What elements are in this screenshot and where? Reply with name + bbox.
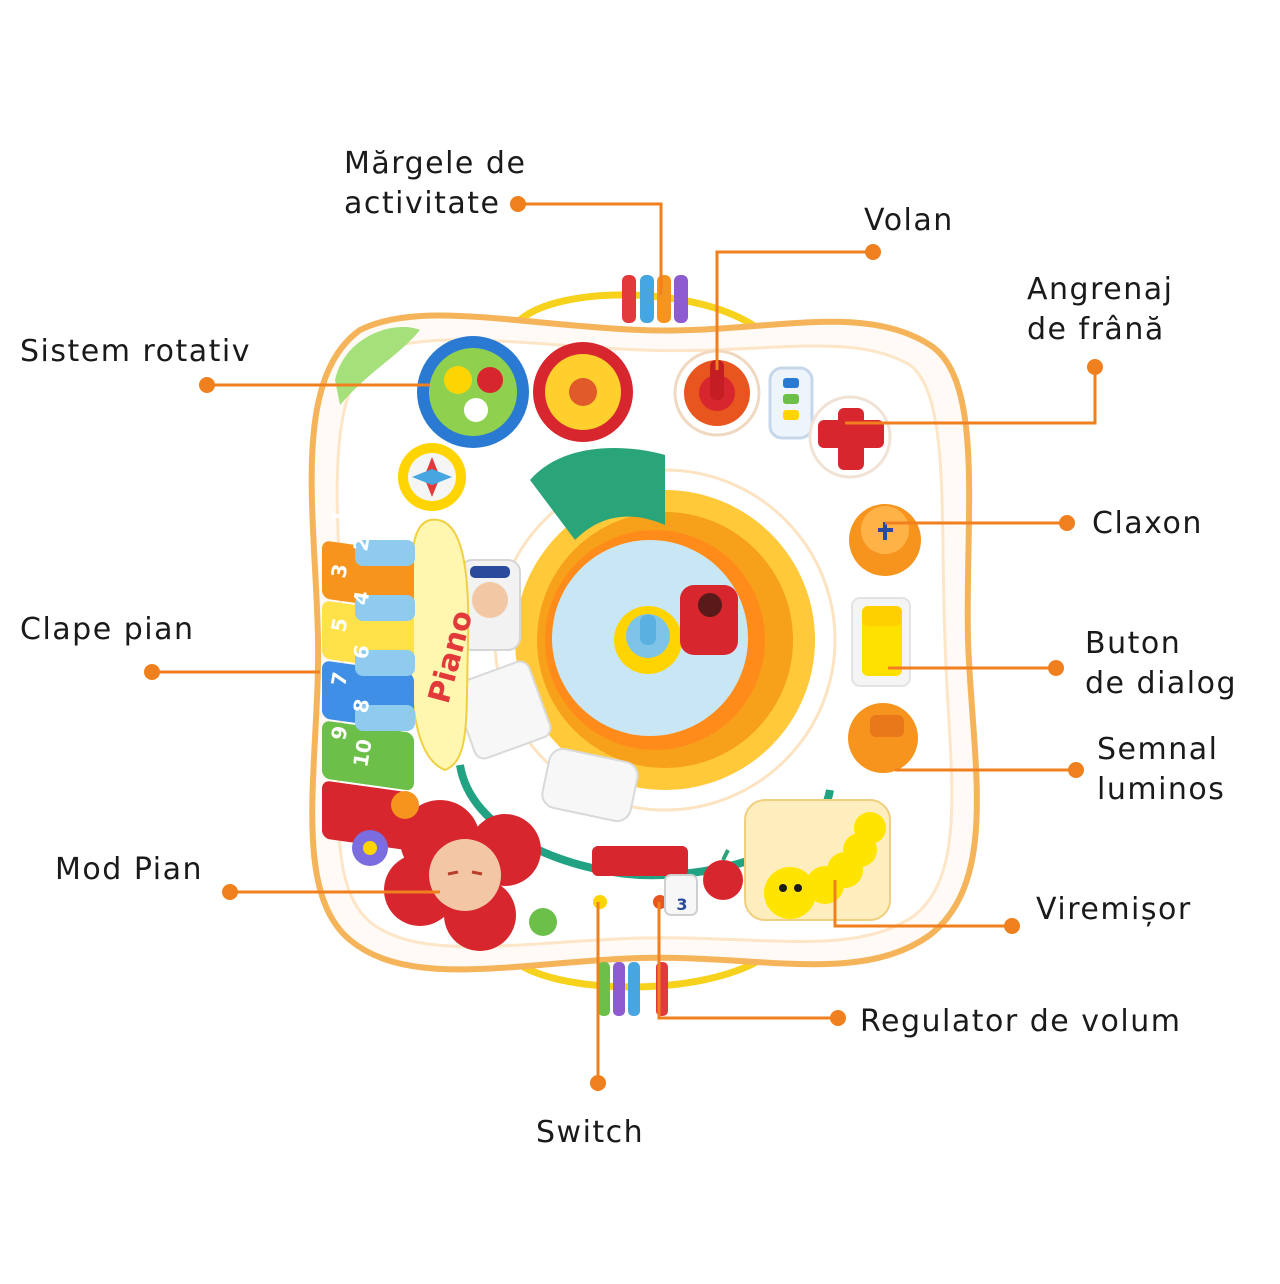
dot-regulator [830,1010,846,1026]
label-margele-line2: activitate [344,186,501,221]
label-semnal-line1: Semnal [1097,732,1219,767]
label-viremisor: Viremișor [1036,890,1192,930]
piano-key-number: 3 [326,562,352,580]
piano-key-block [322,781,414,851]
brake-lever [808,395,892,479]
label-viremisor-text: Viremișor [1036,892,1192,927]
label-regulator: Regulator de volum [860,1002,1181,1042]
dot-buton [1048,660,1064,676]
dot-viremisor [1004,918,1020,934]
label-claxon-text: Claxon [1092,506,1203,541]
label-switch: Switch [536,1113,644,1153]
label-margele: Mărgele de activitate [344,144,526,224]
traffic-light [768,366,814,440]
dot-margele [510,196,526,212]
dot-claxon [1059,515,1075,531]
flower-mode-button [384,800,541,951]
label-volan-text: Volan [864,203,954,238]
label-regulator-text: Regulator de volum [860,1004,1182,1039]
red-car [680,585,738,655]
small-flowers [352,791,557,936]
volume-marker-text: 3 [676,895,687,914]
dot-clape [144,664,160,680]
dot-mod [222,884,238,900]
label-semnal-line2: luminos [1097,772,1226,807]
label-angrenaj: Angrenaj de frână [1027,270,1173,350]
label-switch-text: Switch [536,1115,645,1150]
leader-lines [144,196,1103,1091]
piano-keys: 1 2 3 4 5 6 7 8 910 [322,508,415,851]
label-sistem-text: Sistem rotativ [20,334,252,369]
train-car-3 [541,747,639,823]
dot-semnal [1068,762,1084,778]
piano-key-number: 5 [326,616,352,634]
dot-sistem [199,377,215,393]
piano-key-number: 4 [348,589,374,607]
horn-button [849,504,921,576]
light-signal-knob [848,703,918,773]
piano-key-number: 9 [326,724,352,742]
piano-key-blue [355,705,415,731]
steering-wheel [673,349,761,437]
dot-switch [590,1075,606,1091]
gear-red [533,342,633,442]
label-clape-text: Clape pian [20,612,195,647]
label-mod: Mod Pian [55,850,203,890]
apple [703,849,743,900]
label-clape: Clape pian [20,610,194,650]
volume-controls [593,874,698,916]
piano-key-number: 2 [348,535,374,553]
piano-key-blue [355,540,415,566]
dialog-button [851,597,911,687]
piano-key-number: 10 [348,737,376,769]
piano-key-number: 1 [326,508,352,526]
dot-volan [865,244,881,260]
piano-key-blue [355,650,415,676]
central-turntable [493,468,837,812]
gear-yellow [398,443,466,511]
label-angrenaj-line1: Angrenaj [1027,272,1174,307]
dot-angrenaj [1087,359,1103,375]
caterpillar [744,799,891,921]
label-sistem: Sistem rotativ [20,332,251,372]
piano-key-blue [355,595,415,621]
red-bar [592,846,688,876]
piano-key-number: 8 [348,697,374,715]
label-semnal: Semnal luminos [1097,730,1225,810]
label-volan: Volan [864,201,954,241]
leader-regulator [657,902,838,1020]
label-angrenaj-line2: de frână [1027,312,1165,347]
label-buton: Buton de dialog [1085,624,1237,704]
green-ramp [530,447,665,540]
label-claxon: Claxon [1092,504,1203,544]
label-mod-text: Mod Pian [55,852,203,887]
leader-volan [715,250,873,370]
leader-viremisor [833,880,1012,928]
label-buton-line2: de dialog [1085,666,1238,701]
leader-margele [518,202,663,295]
gear-blue [417,336,529,448]
piano-key-number: 7 [326,670,352,688]
piano-key-block [322,721,414,791]
label-margele-line1: Mărgele de [344,146,527,181]
leader-angrenaj [845,367,1097,425]
piano-key-number: 6 [348,643,374,661]
label-buton-line1: Buton [1085,626,1182,661]
